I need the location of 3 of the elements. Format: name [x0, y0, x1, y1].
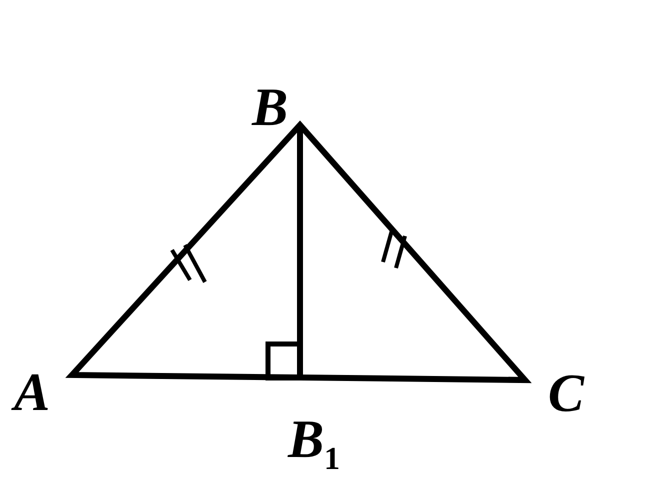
vertex-label: C [548, 366, 584, 420]
vertex-label: B [252, 80, 288, 134]
vertex-label: B$_{1}$ [288, 412, 340, 474]
